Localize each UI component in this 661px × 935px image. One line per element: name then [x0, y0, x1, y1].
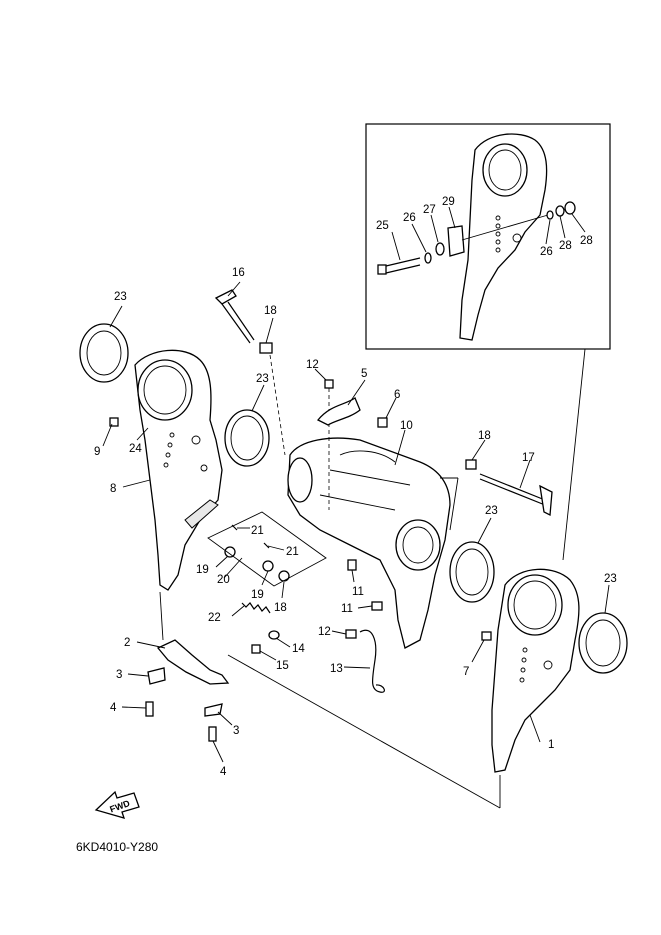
callout-13: 13 [330, 663, 343, 675]
callout-23: 23 [256, 373, 269, 385]
inset-plate [447, 225, 465, 257]
bolt [259, 342, 273, 354]
callout-3: 3 [233, 725, 239, 737]
inset-nut [555, 205, 565, 217]
bolt [345, 629, 357, 639]
bushing [278, 570, 290, 582]
callout-4: 4 [220, 766, 227, 778]
left-bracket-holes [163, 432, 208, 472]
right-bracket [491, 568, 580, 773]
bolt [208, 726, 217, 742]
callout-21: 21 [251, 525, 264, 537]
mount-bracket [156, 639, 230, 685]
fitting [347, 559, 357, 571]
callout-7: 7 [463, 666, 469, 678]
callout-19: 19 [196, 564, 209, 576]
callout-12: 12 [306, 359, 319, 371]
callout-5: 5 [361, 368, 367, 380]
inset-frame [365, 123, 611, 350]
callout-29: 29 [442, 196, 455, 208]
left-bracket [134, 349, 223, 591]
inset-bolt [377, 257, 421, 275]
callout-23: 23 [485, 505, 498, 517]
pin [479, 473, 553, 517]
forward-arrow-icon: FWD [94, 790, 140, 819]
callout-6: 6 [394, 389, 400, 401]
callout-23: 23 [604, 573, 617, 585]
callout-26: 26 [403, 212, 416, 224]
inset-washer [546, 210, 554, 220]
callout-27: 27 [423, 204, 436, 216]
inset-nut [564, 201, 576, 215]
callout-19: 19 [251, 589, 264, 601]
callout-26: 26 [540, 246, 553, 258]
left-bracket-ring [137, 359, 193, 421]
callout-11: 11 [352, 586, 364, 598]
callout-15: 15 [276, 660, 289, 672]
callout-16: 16 [232, 267, 245, 279]
bolt [109, 417, 119, 427]
callout-23: 23 [114, 291, 127, 303]
callout-9: 9 [94, 446, 100, 458]
callout-20: 20 [217, 574, 230, 586]
bushing [262, 560, 274, 572]
fitting [371, 601, 383, 611]
plate [204, 703, 223, 717]
hose [359, 629, 385, 693]
inset-bracket-ring [482, 143, 528, 197]
callout-8: 8 [110, 483, 116, 495]
detail-group-outline [207, 511, 327, 587]
callout-12: 12 [318, 626, 331, 638]
bolt [145, 701, 154, 717]
callout-24: 24 [129, 443, 142, 455]
seal-ring [79, 323, 129, 383]
bolt [465, 459, 477, 470]
callout-21: 21 [286, 546, 299, 558]
center-housing [287, 437, 451, 649]
bolt [481, 631, 492, 641]
spring [241, 602, 271, 614]
inset-bracket [459, 133, 548, 341]
plate [147, 667, 166, 685]
inset-washer [435, 242, 445, 256]
callout-labels: 1 2 3 3 4 4 5 6 7 8 9 10 11 11 12 12 13 … [94, 196, 617, 778]
callout-1: 1 [548, 739, 554, 751]
washer [268, 630, 280, 640]
callout-28: 28 [559, 240, 572, 252]
bolt [251, 644, 261, 654]
callout-25: 25 [376, 220, 389, 232]
leader-lines [102, 281, 610, 763]
callout-10: 10 [400, 420, 413, 432]
callout-22: 22 [208, 612, 221, 624]
callout-18: 18 [264, 305, 277, 317]
callout-17: 17 [522, 452, 535, 464]
seal-ring [449, 541, 495, 603]
callout-14: 14 [292, 643, 305, 655]
callout-3: 3 [116, 669, 122, 681]
bolt [377, 417, 388, 428]
inset-detail [365, 123, 611, 350]
callout-28: 28 [580, 235, 593, 247]
right-bracket-holes [519, 647, 553, 683]
clip [316, 397, 361, 426]
inset-washer [424, 252, 432, 264]
callout-2: 2 [124, 637, 130, 649]
callout-18: 18 [274, 602, 287, 614]
inset-bracket-holes [495, 215, 522, 253]
screw [324, 379, 334, 510]
callout-4: 4 [110, 702, 117, 714]
diagram-code: 6KD4010-Y280 [76, 840, 158, 854]
bushing [224, 546, 236, 558]
pin [214, 289, 255, 344]
callout-11: 11 [341, 603, 353, 615]
right-bracket-ring [507, 574, 563, 636]
callout-18: 18 [478, 430, 491, 442]
seal-ring [224, 409, 270, 467]
seal-ring [578, 612, 628, 674]
